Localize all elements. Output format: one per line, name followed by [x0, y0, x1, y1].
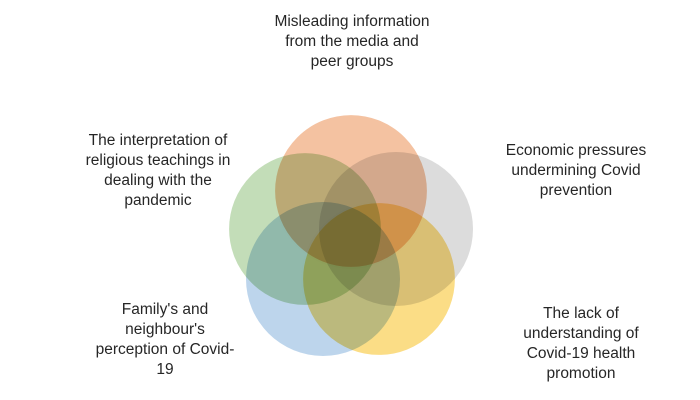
venn-label-misleading-information: Misleading information from the media an…	[274, 13, 430, 71]
venn-label-lack-of-understanding: The lack of understanding of Covid-19 he…	[523, 305, 639, 383]
venn-label-family-neighbour-perception: Family's and neighbour's perception of C…	[95, 301, 235, 379]
venn-label-economic-pressures: Economic pressures undermining Covid pre…	[505, 142, 647, 200]
venn-circle-religious-teachings[interactable]	[226, 150, 384, 308]
venn-label-religious-teachings: The interpretation of religious teaching…	[85, 132, 231, 210]
